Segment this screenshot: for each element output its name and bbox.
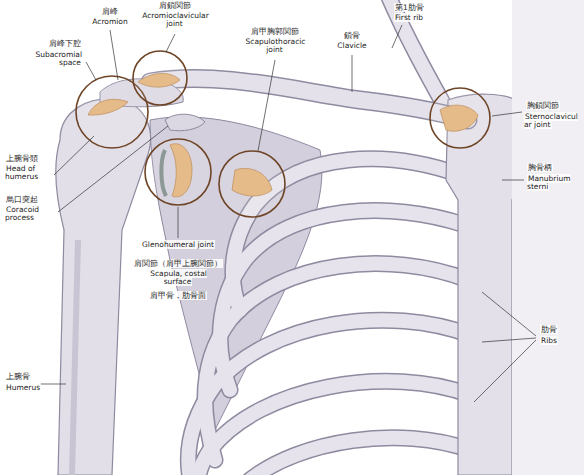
label-text: 肋骨 — [540, 325, 558, 334]
label-text: Glenohumeral joint — [141, 240, 215, 249]
anatomy-label: Manubrium sterni — [527, 175, 579, 192]
anatomy-label: 肋骨 — [540, 326, 580, 334]
label-text: Humerus — [5, 383, 41, 392]
anatomy-label: Acromion — [82, 18, 138, 26]
background-band — [512, 0, 584, 475]
anatomy-label: 肩関節（肩甲上腕関節） — [110, 260, 246, 268]
label-text: Subacromial space — [34, 50, 82, 67]
anatomy-label: Ribs — [540, 337, 580, 345]
anatomy-label: Humerus — [5, 384, 55, 392]
anatomy-label: 上腕骨頭 — [5, 155, 65, 163]
label-text: Acromion — [91, 17, 128, 26]
joint-circles — [76, 51, 490, 217]
leader-lines — [40, 25, 536, 402]
label-text: Head of humerus — [5, 164, 39, 181]
anatomy-label: Coracoid process — [5, 206, 65, 223]
humerus — [56, 99, 151, 475]
label-text: 肩関節（肩甲上腕関節） — [133, 259, 223, 268]
anatomy-label: 肩鎖関節 — [145, 2, 205, 10]
anatomy-label: Scapulothoracic joint — [238, 38, 312, 55]
anatomy-label: Clavicle — [322, 42, 382, 50]
anatomy-label: 肩峰 — [90, 8, 130, 16]
anatomy-label: 烏口突起 — [5, 196, 65, 204]
anatomy-label: 肩甲胸郭関節 — [232, 28, 318, 36]
label-text: 肩甲胸郭関節 — [250, 27, 300, 36]
anatomy-label: 胸鎖関節 — [526, 102, 580, 110]
anatomy-label: 肩甲骨，肋骨面 — [128, 292, 228, 300]
label-text: 烏口突起 — [5, 195, 39, 204]
label-text: 第1肋骨 — [394, 3, 425, 12]
label-text: Scapula, costal surface — [149, 269, 207, 286]
anatomy-label: Glenohumeral joint — [135, 241, 221, 249]
label-text: 肩鎖関節 — [158, 1, 192, 10]
anatomy-label: Head of humerus — [5, 165, 55, 182]
label-text: Sternoclavicular joint — [524, 112, 578, 129]
label-text: 上腕骨 — [5, 372, 31, 381]
label-text: 肩峰下腔 — [48, 39, 82, 48]
sternum — [446, 94, 522, 475]
label-text: Acromioclavicular joint — [141, 11, 209, 28]
label-text: Clavicle — [336, 41, 367, 50]
anatomy-label: Subacromial space — [30, 51, 82, 68]
label-text: Ribs — [540, 336, 558, 345]
label-text: 肩峰 — [101, 7, 119, 16]
anatomy-label: 第1肋骨 — [394, 4, 450, 12]
anatomy-label: First rib — [394, 14, 450, 22]
label-text: Manubrium sterni — [527, 174, 571, 191]
anatomy-label: Acromioclavicular joint — [134, 12, 216, 29]
anatomy-label: 鎖骨 — [330, 32, 374, 40]
anatomy-label: 胸骨柄 — [527, 164, 579, 172]
label-text: 鎖骨 — [343, 31, 361, 40]
anatomy-label: 肩峰下腔 — [8, 40, 82, 48]
label-text: Coracoid process — [5, 205, 39, 222]
anatomy-label: Scapula, costal surface — [138, 270, 218, 287]
label-text: 胸骨柄 — [527, 163, 553, 172]
label-text: Scapulothoracic joint — [245, 37, 306, 54]
clavicle — [150, 78, 468, 120]
anatomy-label: 上腕骨 — [5, 373, 55, 381]
label-text: 胸鎖関節 — [526, 101, 560, 110]
coracoid — [165, 114, 205, 130]
label-text: First rib — [394, 13, 424, 22]
label-text: 上腕骨頭 — [5, 154, 39, 163]
anatomy-label: Sternoclavicular joint — [524, 113, 580, 130]
label-text: 肩甲骨，肋骨面 — [149, 291, 207, 300]
